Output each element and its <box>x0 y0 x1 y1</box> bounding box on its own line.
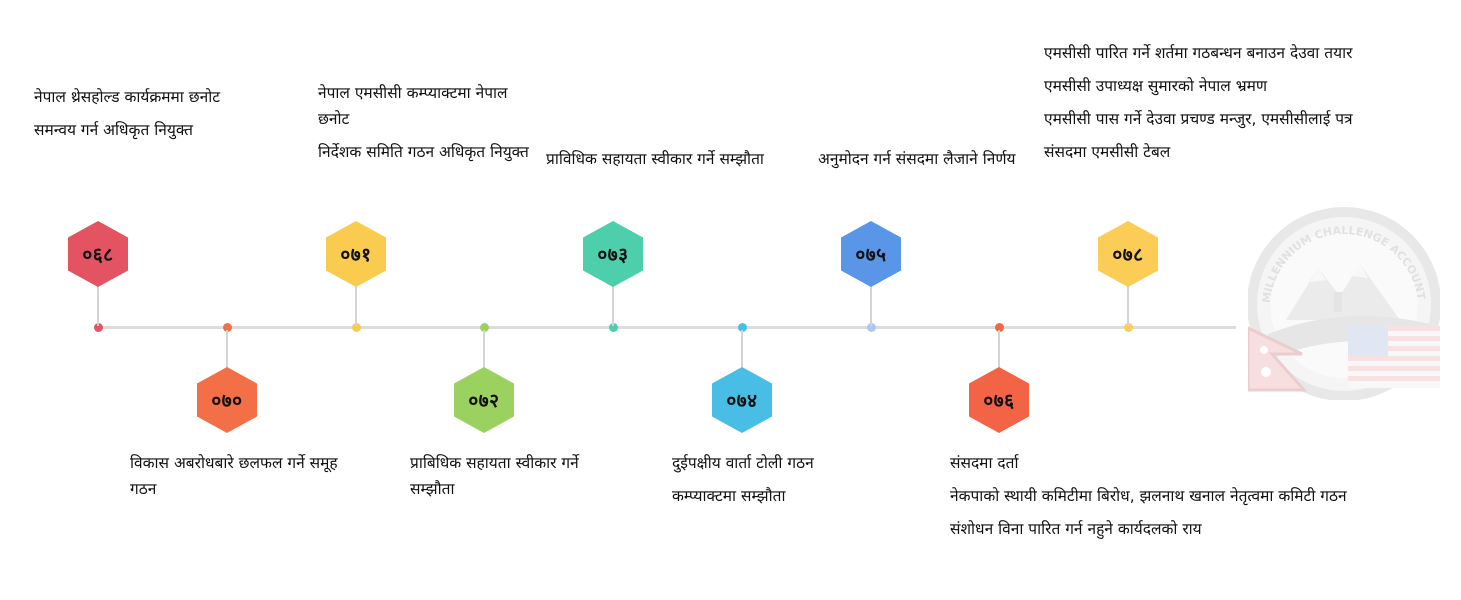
year-badge-072: ०७२ <box>454 367 514 433</box>
timeline-dot-074 <box>738 323 747 332</box>
timeline-stem-076 <box>998 330 1000 370</box>
timeline-dot-068 <box>94 323 103 332</box>
timeline-stem-071 <box>355 284 357 326</box>
milestone-text-073: प्राविधिक सहायता स्वीकार गर्ने सम्झौता <box>546 146 766 179</box>
year-badge-073: ०७३ <box>583 221 643 287</box>
timeline-dot-070 <box>223 323 232 332</box>
event-text: संसदमा एमसीसी टेबल <box>1044 143 1171 161</box>
event-text: दुईपक्षीय वार्ता टोली गठन <box>672 454 814 472</box>
timeline-dot-072 <box>480 323 489 332</box>
milestone-text-076: संसदमा दर्ता नेकपाको स्थायी कमिटीमा बिरो… <box>950 450 1400 549</box>
year-label: ०७५ <box>855 244 887 266</box>
event-text: प्राबिधिक सहायता स्वीकार गर्ने सम्झौता <box>410 454 579 498</box>
event-text: नेपाल थ्रेसहोल्ड कार्यक्रममा छनोट <box>34 88 221 106</box>
timeline-dot-076 <box>995 323 1004 332</box>
event-text: अनुमोदन गर्न संसदमा लैजाने निर्णय <box>818 150 1016 168</box>
milestone-text-078: एमसीसी पारित गर्ने शर्तमा गठबन्धन बनाउन … <box>1044 40 1456 172</box>
event-text: संसदमा दर्ता <box>950 454 1019 472</box>
event-text: एमसीसी पास गर्ने देउवा प्रचण्ड मन्जुर, ए… <box>1044 110 1353 128</box>
event-text: नेकपाको स्थायी कमिटीमा बिरोध, झलनाथ खनाल… <box>950 487 1347 505</box>
event-text: संशोधन विना पारित गर्न नहुने कार्यदलको र… <box>950 520 1202 538</box>
year-label: ०७० <box>211 390 243 412</box>
year-badge-075: ०७५ <box>841 221 901 287</box>
year-label: ०७२ <box>468 390 500 412</box>
year-badge-071: ०७१ <box>326 221 386 287</box>
timeline-dot-073 <box>609 323 618 332</box>
event-text: निर्देशक समिति गठन अधिकृत नियुक्त <box>318 143 529 161</box>
timeline-stem-073 <box>612 284 614 326</box>
year-label: ०७८ <box>1112 244 1144 266</box>
event-text: एमसीसी उपाध्यक्ष सुमारको नेपाल भ्रमण <box>1044 77 1268 95</box>
timeline-stem-074 <box>741 330 743 370</box>
year-label: ०७४ <box>726 390 758 412</box>
milestone-text-072: प्राबिधिक सहायता स्वीकार गर्ने सम्झौता <box>410 450 625 509</box>
year-badge-068: ०६८ <box>68 221 128 287</box>
timeline-dot-075 <box>867 323 876 332</box>
timeline-stem-070 <box>226 330 228 370</box>
timeline-axis <box>96 326 1236 329</box>
timeline-stem-068 <box>97 284 99 326</box>
event-text: समन्वय गर्न अधिकृत नियुक्त <box>34 121 193 139</box>
milestone-text-074: दुईपक्षीय वार्ता टोली गठन कम्प्याक्टमा स… <box>672 450 912 516</box>
milestone-text-070: विकास अबरोधबारे छलफल गर्ने समूह गठन <box>130 450 350 509</box>
event-text: प्राविधिक सहायता स्वीकार गर्ने सम्झौता <box>546 150 764 168</box>
event-text: नेपाल एमसीसी कम्प्याक्टमा नेपाल छनोट <box>318 84 508 128</box>
year-badge-078: ०७८ <box>1098 221 1158 287</box>
year-badge-074: ०७४ <box>712 367 772 433</box>
mca-logo-graphic: MILLENNIUM CHALLENGE ACCOUNT NEPAL <box>1243 190 1442 401</box>
year-label: ०७३ <box>597 244 629 266</box>
event-text: एमसीसी पारित गर्ने शर्तमा गठबन्धन बनाउन … <box>1044 44 1353 62</box>
year-label: ०७१ <box>340 244 372 266</box>
timeline-stem-078 <box>1127 284 1129 326</box>
timeline-dot-078 <box>1124 323 1133 332</box>
milestone-text-075: अनुमोदन गर्न संसदमा लैजाने निर्णय <box>818 146 1018 179</box>
year-label: ०७६ <box>983 390 1015 412</box>
year-label: ०६८ <box>82 244 114 266</box>
event-text: कम्प्याक्टमा सम्झौता <box>672 487 786 505</box>
event-text: विकास अबरोधबारे छलफल गर्ने समूह गठन <box>130 454 338 498</box>
milestone-text-068: नेपाल थ्रेसहोल्ड कार्यक्रममा छनोट समन्वय… <box>34 84 254 150</box>
milestone-text-071: नेपाल एमसीसी कम्प्याक्टमा नेपाल छनोट निर… <box>318 80 543 172</box>
timeline-stem-075 <box>870 284 872 326</box>
year-badge-076: ०७६ <box>969 367 1029 433</box>
year-badge-070: ०७० <box>197 367 257 433</box>
timeline-dot-071 <box>352 323 361 332</box>
mca-nepal-logo: MILLENNIUM CHALLENGE ACCOUNT NEPAL <box>1243 190 1442 401</box>
timeline-stem-072 <box>483 330 485 370</box>
